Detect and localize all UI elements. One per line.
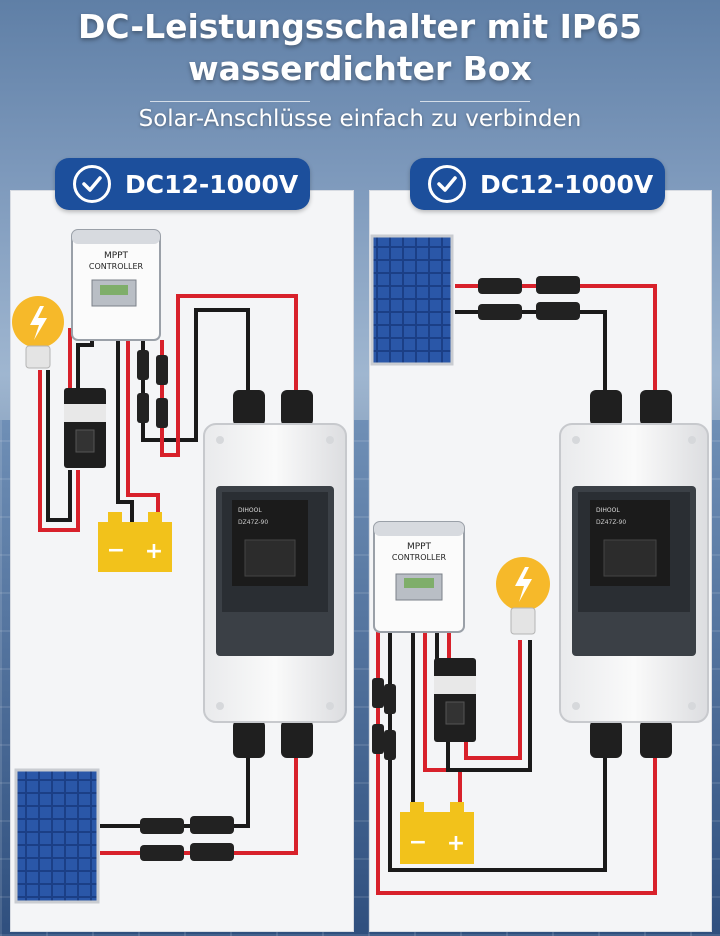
voltage-label: DC12-1000V [125,169,299,199]
battery-minus: − [409,830,427,855]
divider [420,101,530,102]
mc4-connector [137,350,168,428]
page-title: DC-Leistungsschalter mit IP65 wasserdich… [0,6,720,90]
voltage-label: DC12-1000V [480,169,654,199]
dc-breaker-small [64,388,106,468]
controller-label: MPPT [407,542,432,552]
mppt-controller-right: MPPT CONTROLLER [373,521,465,633]
voltage-badge-left: DC12-1000V [55,158,310,210]
mc4-connector [478,276,580,320]
battery-plus: + [447,831,465,856]
battery-icon: − + [400,802,474,864]
mc4-connector [372,678,396,760]
breaker-model: DZ47Z-90 [238,519,268,526]
controller-label: MPPT [104,251,129,261]
mc4-connector [140,816,234,861]
controller-label: CONTROLLER [392,553,447,562]
bulb-icon [496,557,550,635]
solar-panel-left [14,768,100,904]
bulb-icon [12,296,64,369]
battery-plus: + [145,539,163,564]
divider [150,101,310,102]
battery-icon: − + [98,512,172,572]
breaker-model: DZ47Z-90 [596,519,626,526]
page-subtitle: Solar-Anschlüsse einfach zu verbinden [138,106,582,132]
dc-breaker-small [434,658,476,742]
breaker-brand: DIHOOL [238,507,262,514]
breaker-brand: DIHOOL [596,507,620,514]
voltage-badge-right: DC12-1000V [410,158,665,210]
battery-minus: − [107,538,125,563]
solar-panel-right [370,234,454,366]
controller-label: CONTROLLER [89,262,144,271]
check-circle-icon [73,165,111,203]
mppt-controller-left: MPPT CONTROLLER [71,229,161,341]
check-circle-icon [428,165,466,203]
ip65-box-left: DIHOOL DZ47Z-90 [203,390,347,758]
title-line-2: wasserdichter Box [188,49,532,88]
ip65-box-right: DIHOOL DZ47Z-90 [559,390,709,758]
title-line-1: DC-Leistungsschalter mit IP65 [78,7,642,46]
